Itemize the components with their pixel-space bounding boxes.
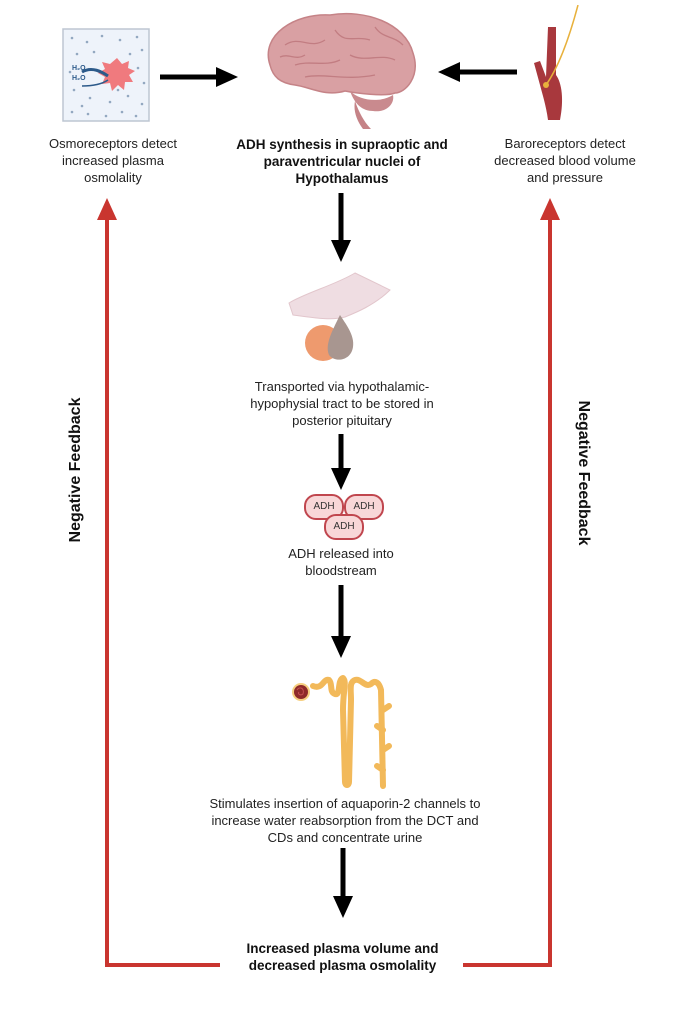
osmoreceptor-cell-icon: H₂O H₂O [62,28,150,122]
arrow-pituitary-to-adh [331,434,351,490]
pituitary-label: Transported via hypothalamic-hypophysial… [250,379,434,428]
nephron-icon [285,670,405,790]
kidney-label: Stimulates insertion of aquaporin-2 chan… [209,796,481,845]
adh-release-label: ADH released into bloodstream [288,546,394,578]
negative-feedback-right-label: Negative Feedback [575,400,592,546]
arrow-baro-to-brain [438,62,517,82]
brain-icon [255,5,425,130]
osmoreceptors-label: Osmoreceptors detect increased plasma os… [49,136,177,185]
svg-text:H₂O: H₂O [72,65,86,72]
arrow-kidney-to-outcome [333,848,353,918]
outcome-label: Increased plasma volume and decreased pl… [246,941,439,973]
baroreceptors-label: Baroreceptors detect decreased blood vol… [494,136,636,185]
svg-text:H₂O: H₂O [72,75,86,82]
pituitary-gland-icon [285,265,395,365]
arrow-osmo-to-brain [160,67,238,87]
hypothalamus-label: ADH synthesis in supraoptic and paravent… [236,137,448,186]
adh-molecule: ADH [324,514,364,540]
feedback-loop-right [463,198,560,967]
feedback-loop-left [97,198,220,967]
negative-feedback-left-label: Negative Feedback [67,397,84,543]
arrow-brain-to-pituitary [331,193,351,262]
blood-vessel-icon [530,5,585,125]
adh-molecules-icon: ADH ADH ADH [300,490,390,540]
arrow-adh-to-kidney [331,585,351,658]
